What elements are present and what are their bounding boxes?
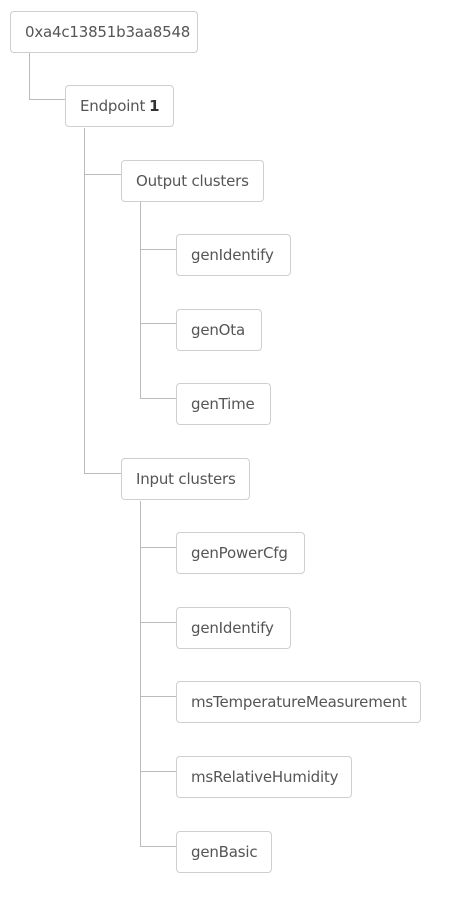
output-cluster-label: genTime <box>191 395 255 413</box>
connector-endpoint-input-h <box>84 473 122 474</box>
input-cluster-item[interactable]: genBasic <box>176 831 272 873</box>
device-ieee-address-label: 0xa4c13851b3aa8548 <box>25 23 191 41</box>
input-clusters-label: Input clusters <box>136 470 236 488</box>
input-cluster-item[interactable]: genPowerCfg <box>176 532 305 574</box>
connector-input-5-h <box>140 846 177 847</box>
connector-endpoint-v <box>84 128 85 473</box>
input-cluster-label: genBasic <box>191 843 258 861</box>
endpoint-node[interactable]: Endpoint 1 <box>65 85 174 127</box>
input-cluster-label: msRelativeHumidity <box>191 768 339 786</box>
input-cluster-item[interactable]: msTemperatureMeasurement <box>176 681 421 723</box>
connector-root-endpoint-h <box>29 99 66 100</box>
connector-input-4-h <box>140 771 177 772</box>
output-cluster-label: genIdentify <box>191 246 274 264</box>
connector-input-2-h <box>140 622 177 623</box>
connector-input-1-h <box>140 547 177 548</box>
device-ieee-address-node[interactable]: 0xa4c13851b3aa8548 <box>10 11 198 53</box>
connector-output-3-h <box>140 398 177 399</box>
connector-input-3-h <box>140 696 177 697</box>
input-cluster-label: msTemperatureMeasurement <box>191 693 407 711</box>
input-clusters-node[interactable]: Input clusters <box>121 458 250 500</box>
output-clusters-node[interactable]: Output clusters <box>121 160 264 202</box>
endpoint-number: 1 <box>149 97 160 115</box>
connector-root-endpoint-v <box>29 52 30 99</box>
connector-output-1-h <box>140 249 177 250</box>
connector-output-v <box>140 202 141 398</box>
input-cluster-label: genPowerCfg <box>191 544 288 562</box>
connector-endpoint-output-h <box>84 174 122 175</box>
output-cluster-item[interactable]: genOta <box>176 309 262 351</box>
output-cluster-item[interactable]: genIdentify <box>176 234 291 276</box>
input-cluster-item[interactable]: msRelativeHumidity <box>176 756 352 798</box>
output-clusters-label: Output clusters <box>136 172 249 190</box>
connector-output-2-h <box>140 323 177 324</box>
output-cluster-item[interactable]: genTime <box>176 383 271 425</box>
input-cluster-item[interactable]: genIdentify <box>176 607 291 649</box>
connector-input-v <box>140 501 141 846</box>
input-cluster-label: genIdentify <box>191 619 274 637</box>
output-cluster-label: genOta <box>191 321 245 339</box>
endpoint-label: Endpoint <box>80 97 146 115</box>
